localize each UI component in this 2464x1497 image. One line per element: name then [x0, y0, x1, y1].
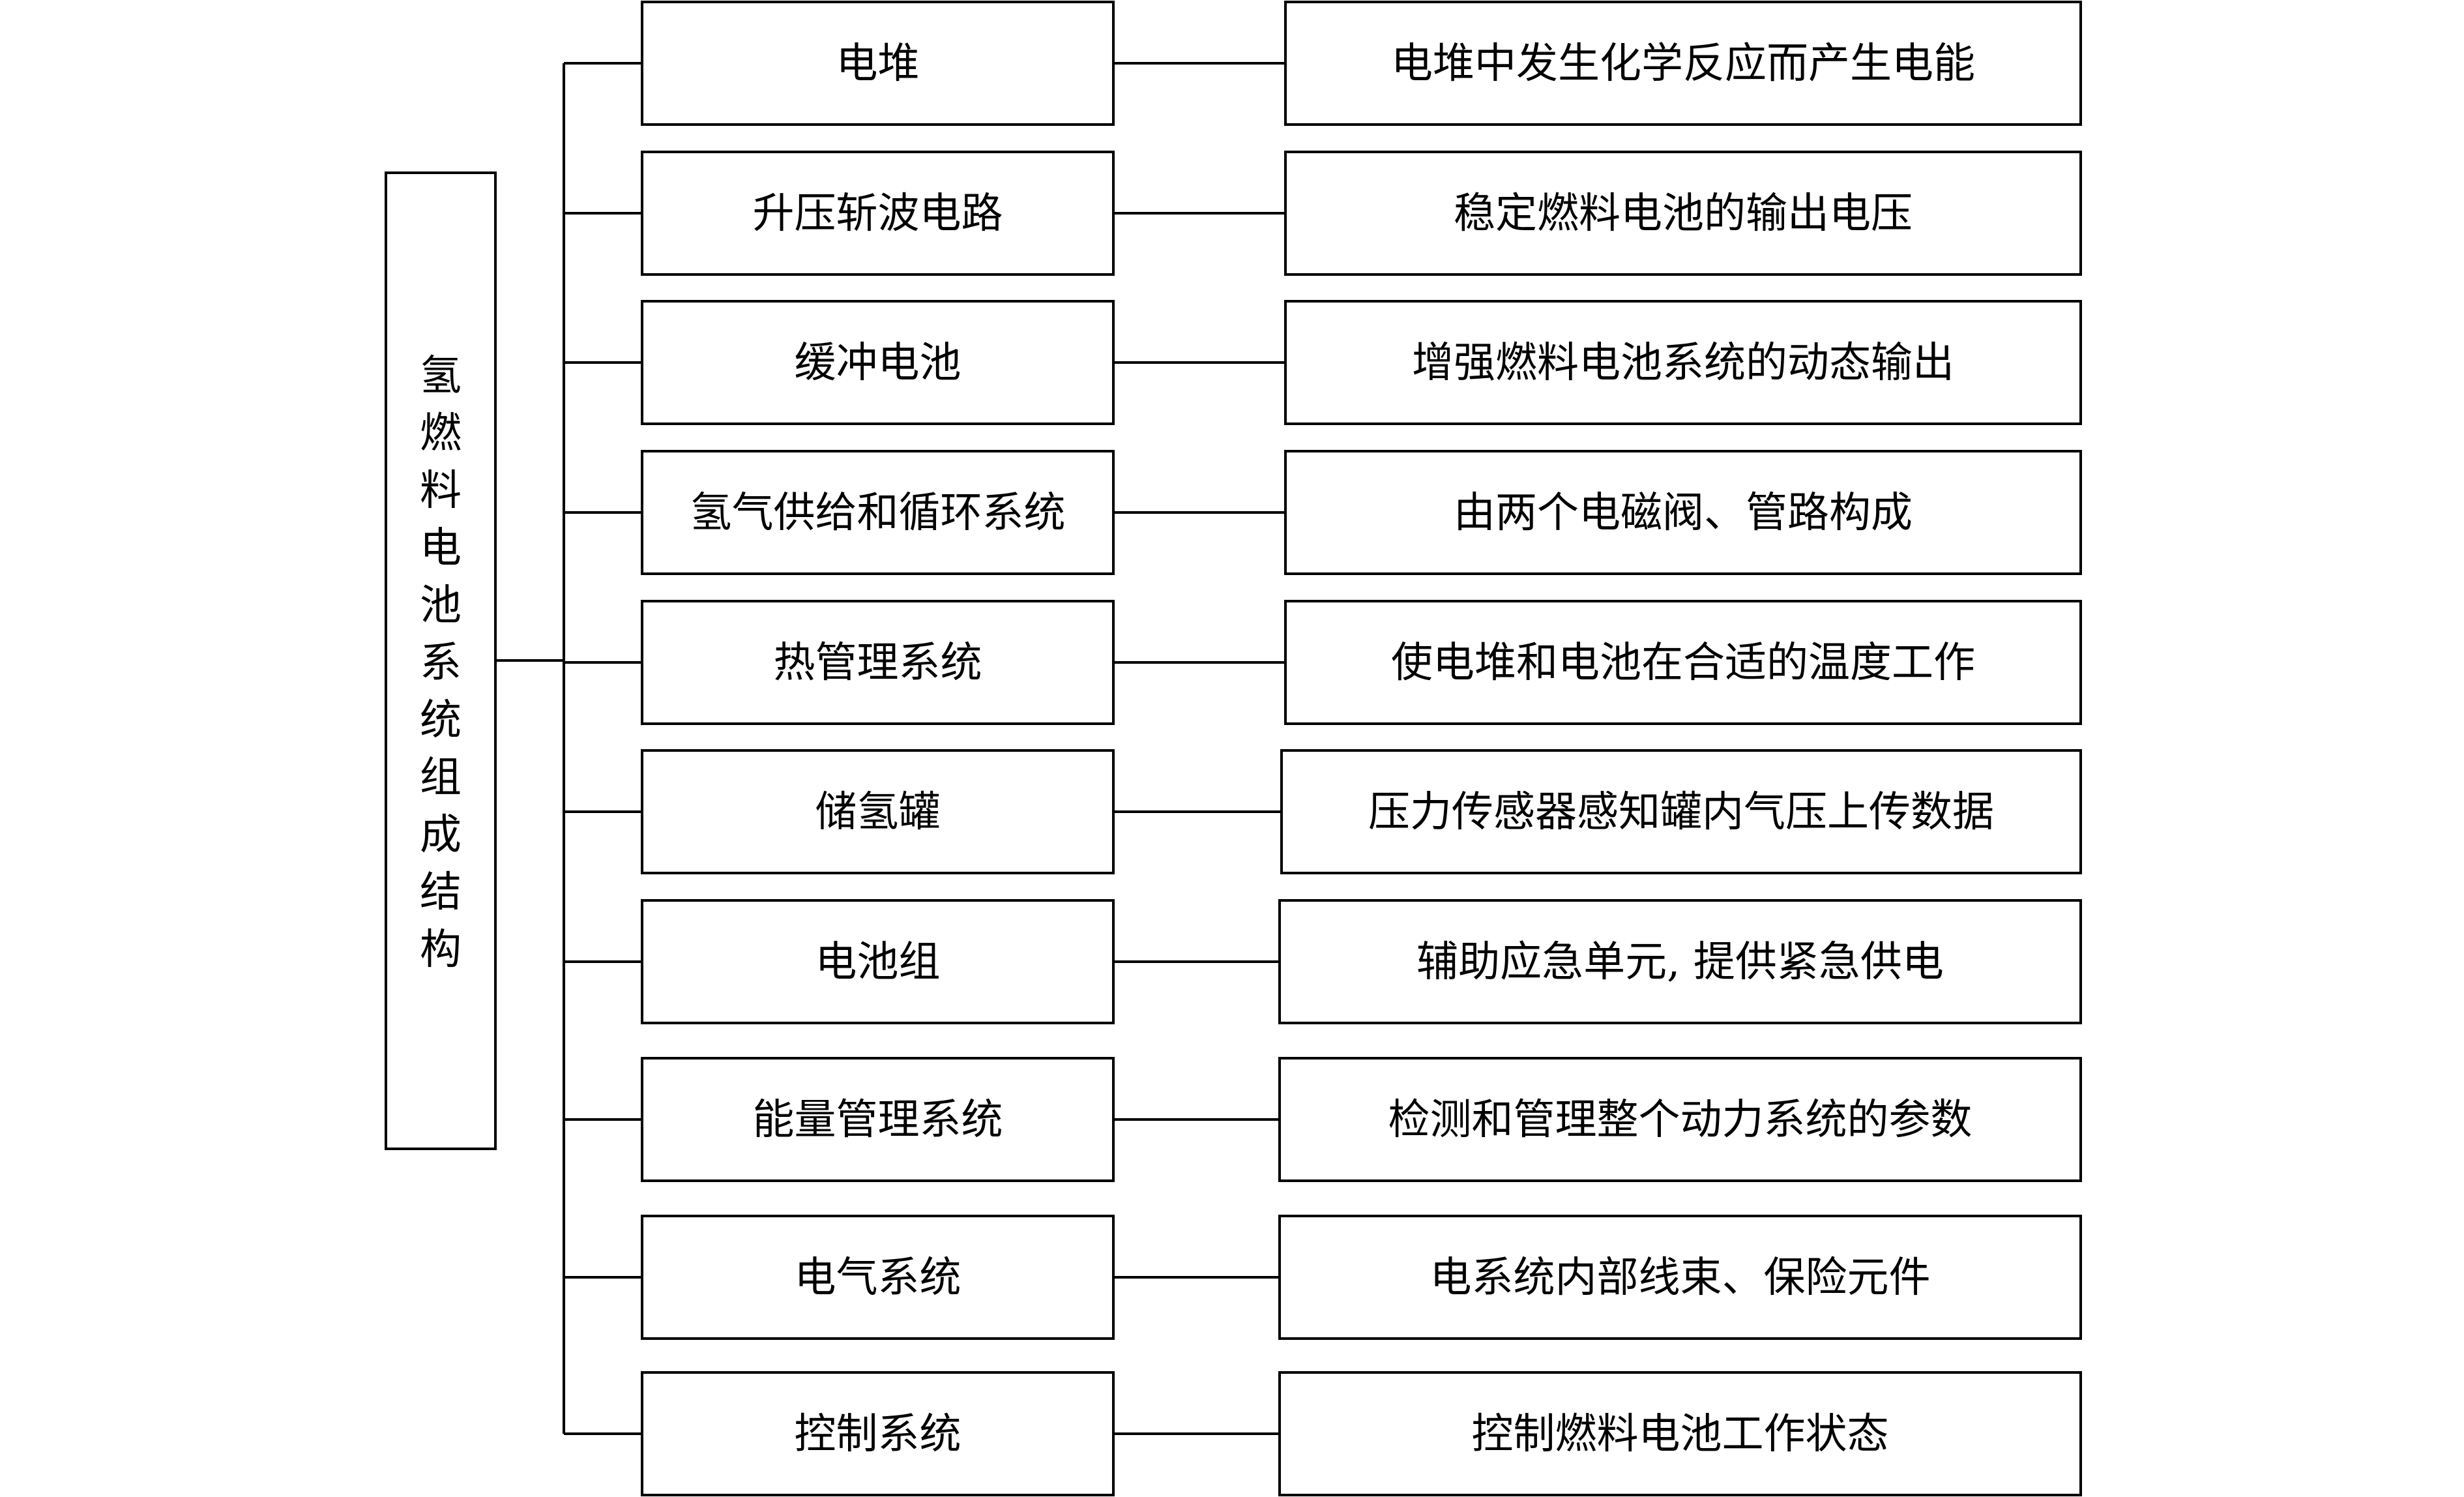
component-row: 热管理系统 使电堆和电池在合适的温度工作 [641, 600, 2082, 725]
description-box [1278, 1215, 2082, 1340]
description-box [1278, 899, 2082, 1024]
component-label: 氢气供给和循环系统 [690, 489, 1066, 537]
description-label: 使电堆和电池在合适的温度工作 [1391, 639, 1975, 687]
component-row: 电池组 辅助应急单元, 提供紧急供电 [641, 899, 2082, 1024]
component-label: 缓冲电池 [795, 339, 961, 387]
description-label: 增强燃料电池系统的动态输出 [1412, 339, 1954, 387]
component-label: 热管理系统 [774, 639, 982, 687]
component-row: 能量管理系统 检测和管理整个动力系统的参数 [641, 1057, 2082, 1182]
component-row: 储氢罐 压力传感器感知罐内气压上传数据 [641, 749, 2082, 874]
component-label: 电堆 [836, 40, 920, 88]
description-label: 控制燃料电池工作状态 [1472, 1410, 1889, 1459]
description-box [1284, 300, 2082, 425]
component-label: 能量管理系统 [753, 1096, 1003, 1144]
component-box [641, 1, 1115, 126]
description-label: 电系统内部线束、保险元件 [1430, 1254, 1931, 1302]
root-box [385, 171, 497, 1150]
component-box [641, 450, 1115, 575]
connector-lines [495, 62, 1285, 1435]
description-box [1284, 600, 2082, 725]
description-box [1284, 450, 2082, 575]
component-row: 电气系统 电系统内部线束、保险元件 [641, 1215, 2082, 1340]
component-box [641, 151, 1115, 276]
component-label: 电池组 [815, 938, 941, 986]
component-row: 控制系统 控制燃料电池工作状态 [641, 1371, 2082, 1496]
component-box [641, 1215, 1115, 1340]
description-box [1280, 749, 2082, 874]
component-label: 电气系统 [795, 1254, 961, 1302]
description-label: 由两个电磁阀、管路构成 [1454, 489, 1913, 537]
component-box [641, 749, 1115, 874]
description-label: 压力传感器感知罐内气压上传数据 [1368, 788, 1994, 837]
description-label: 辅助应急单元, 提供紧急供电 [1416, 938, 1944, 986]
component-label: 控制系统 [795, 1410, 961, 1459]
component-box [641, 899, 1115, 1024]
description-label: 稳定燃料电池的输出电压 [1454, 190, 1913, 238]
description-label: 检测和管理整个动力系统的参数 [1388, 1096, 1973, 1144]
component-label: 升压斩波电路 [753, 190, 1003, 238]
description-label: 电堆中发生化学反应而产生电能 [1391, 40, 1975, 88]
component-row: 升压斩波电路 稳定燃料电池的输出电压 [641, 151, 2082, 276]
component-box [641, 600, 1115, 725]
component-box [641, 1057, 1115, 1182]
component-box [641, 1371, 1115, 1496]
description-box [1278, 1057, 2082, 1182]
description-box [1278, 1371, 2082, 1496]
component-box [641, 300, 1115, 425]
component-label: 储氢罐 [815, 788, 941, 837]
description-box [1284, 1, 2082, 126]
component-row: 缓冲电池 增强燃料电池系统的动态输出 [641, 300, 2082, 425]
component-row: 电堆 电堆中发生化学反应而产生电能 [641, 1, 2082, 126]
component-row: 氢气供给和循环系统 由两个电磁阀、管路构成 [641, 450, 2082, 575]
root-node: 氢燃料电池系统组成结构 [385, 171, 497, 1150]
description-box [1284, 151, 2082, 276]
root-label: 氢燃料电池系统组成结构 [420, 352, 462, 974]
